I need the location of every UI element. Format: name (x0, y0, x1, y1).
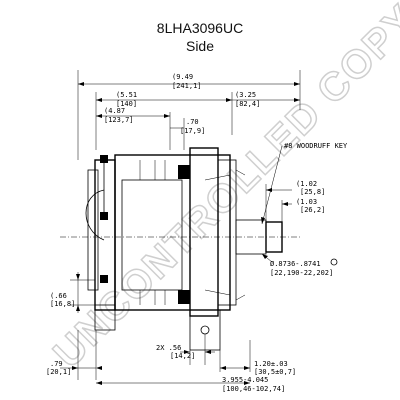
shaft-length-1-mm: [25,8] (300, 188, 325, 196)
mount-hole-dimension (219, 340, 251, 372)
right-section-value: (3.25 (235, 91, 256, 99)
alternator-body (60, 147, 300, 351)
mount-offset-dimension (96, 112, 185, 150)
shaft-diameter-value: Ø.8736-.8741 (270, 260, 321, 268)
small-offset-value: .70 (186, 118, 199, 126)
bottom-left-dimension (60, 330, 102, 380)
bottom-left-value: .79 (50, 360, 63, 368)
left-section-dimension (95, 92, 300, 150)
watermark-text: UNCONTROLLED COPY (45, 0, 400, 376)
shaft-length-dimensions (265, 184, 292, 222)
shaft-diameter-leader (261, 253, 338, 266)
bottom-width-value: 3.955-4.045 (222, 376, 268, 384)
mount-offset-mm: [123,7] (104, 116, 134, 124)
left-section-mm: [140] (116, 100, 137, 108)
mount-offset-value: (4.87 (104, 107, 125, 115)
shaft-diameter-mm: [22,190-22,202] (270, 269, 333, 277)
mount-hole-value: 1.20±.03 (254, 360, 288, 368)
hole-spacing-value: 2X .56 (156, 344, 181, 352)
shaft-length-2-value: (1.03 (296, 198, 317, 206)
mount-hole-mm: [30,5±0,7] (254, 368, 296, 376)
bottom-left-mm: [20,1] (46, 368, 71, 376)
left-section-value: (5.51 (116, 91, 137, 99)
foot-height-dimension (70, 272, 95, 313)
small-offset-mm: [17,9] (180, 127, 205, 135)
foot-height-mm: [16,8] (50, 300, 75, 308)
woodruff-key-leader (261, 145, 283, 225)
overall-width-value: (9.49 (172, 73, 193, 81)
bottom-width-mm: [100,46-102,74] (222, 385, 285, 393)
drawing-title: 8LHA3096UC (156, 20, 244, 36)
drawing-view-label: Side (185, 38, 215, 54)
overall-width-dimension (77, 70, 301, 160)
bottom-width-dimension (96, 381, 250, 385)
shaft-length-2-mm: [26,2] (300, 206, 325, 214)
hole-spacing-mm: [14,2] (170, 352, 195, 360)
right-section-mm: [82,4] (235, 100, 260, 108)
hole-spacing-dimension (180, 334, 215, 365)
shaft-length-1-value: (1.02 (296, 180, 317, 188)
foot-height-value: (.66 (50, 292, 67, 300)
woodruff-key-label: #8 WOODRUFF KEY (284, 142, 348, 150)
overall-width-mm: [241,1] (172, 82, 202, 90)
